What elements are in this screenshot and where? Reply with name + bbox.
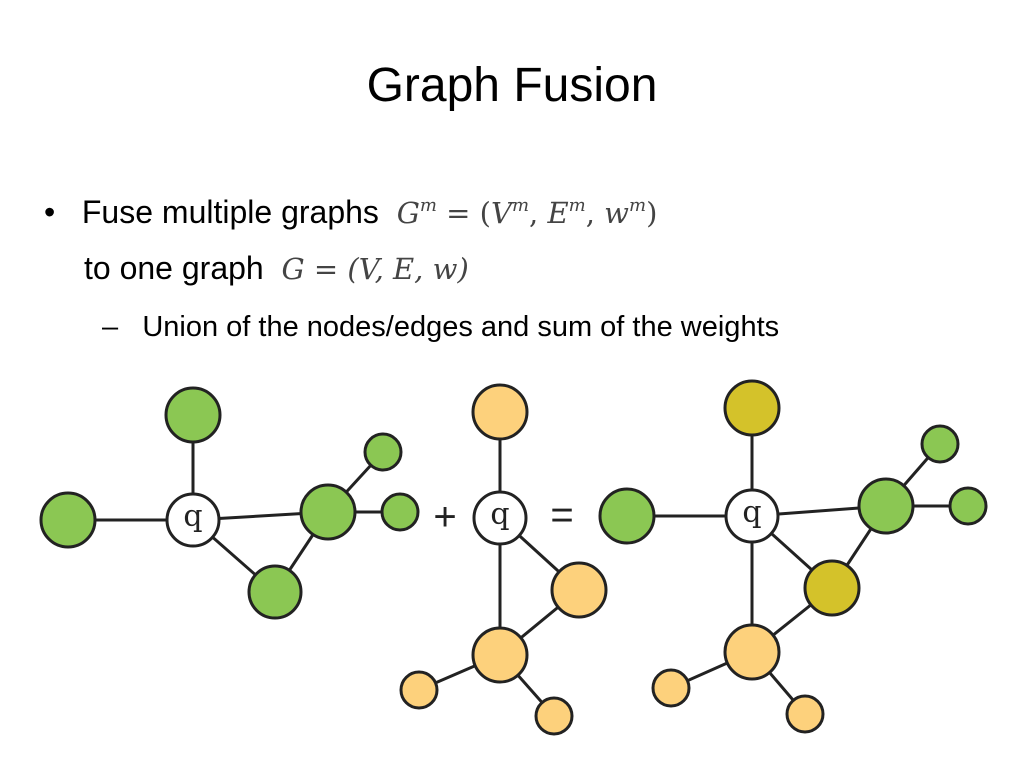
query-label: q — [742, 495, 761, 530]
graph-node-fused — [723, 379, 781, 437]
query-label: q — [183, 499, 202, 534]
sub-bullet-symbol: – — [102, 311, 119, 343]
slide-title: Graph Fusion — [366, 59, 658, 112]
operators: + = — [433, 493, 573, 539]
graph-node — [164, 386, 222, 444]
sub-bullet-item: – Union of the nodes/edges and sum of th… — [102, 313, 779, 342]
graph-node — [920, 424, 960, 464]
equals-operator: = — [550, 493, 573, 537]
query-node — [724, 488, 780, 544]
graph-node — [399, 670, 439, 710]
graph-node — [948, 486, 988, 526]
query-node — [472, 490, 528, 546]
query-node — [165, 492, 221, 548]
graph-node — [471, 383, 529, 441]
graph-node — [785, 694, 825, 734]
graph-node — [857, 477, 915, 535]
graph-node — [39, 491, 97, 549]
nodes — [39, 379, 988, 736]
query-label: q — [490, 497, 509, 532]
graph-node — [598, 487, 656, 545]
graph-node — [550, 561, 608, 619]
bullet-item: • Fuse multiple graphs Gm = (Vm, Em, wm) — [44, 196, 657, 228]
graph-node — [247, 564, 303, 620]
graph-node — [723, 623, 781, 681]
graph-node-fused — [803, 559, 861, 617]
plus-operator: + — [433, 495, 456, 539]
formula-multi-graph: Gm = (Vm, Em, wm) — [396, 195, 658, 230]
bullet-symbol: • — [44, 194, 56, 230]
graph-node — [299, 483, 357, 541]
bullet-text-line2: to one graph — [84, 250, 264, 286]
bullet-continuation: to one graph G = (V, E, w) — [84, 252, 469, 284]
graph-node — [380, 492, 420, 532]
query-labels: q q q — [183, 495, 761, 534]
bullet-text: Fuse multiple graphs — [81, 194, 379, 230]
graph-node — [534, 696, 574, 736]
graph-node — [363, 432, 403, 472]
formula-single-graph: G = (V, E, w) — [281, 252, 469, 286]
graph-node — [471, 626, 529, 684]
graph-node — [651, 668, 691, 708]
sub-bullet-text: Union of the nodes/edges and sum of the … — [142, 311, 780, 343]
